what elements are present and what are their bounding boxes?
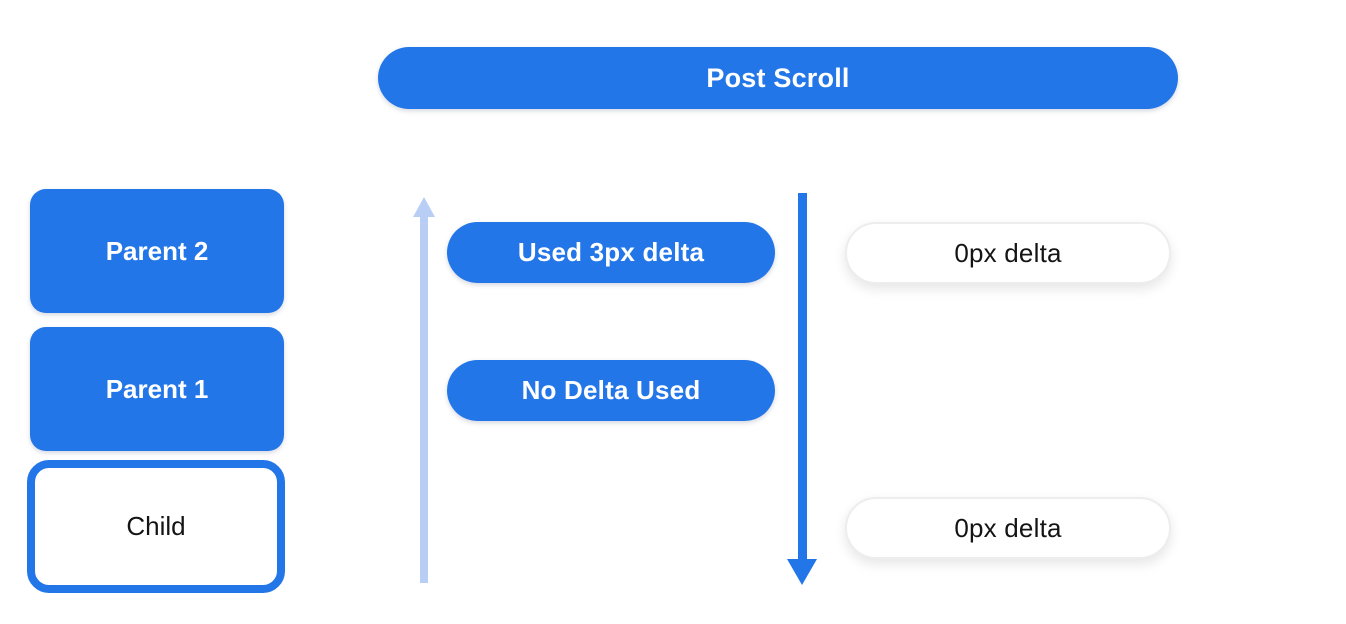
child-label: Child — [126, 511, 186, 541]
no-delta-pill: No Delta Used — [447, 360, 775, 421]
down-arrow-head — [787, 559, 817, 585]
child-box: Child — [27, 460, 285, 593]
no-delta-label: No Delta Used — [521, 375, 701, 405]
up-arrow-icon — [413, 197, 435, 583]
post-scroll-label: Post Scroll — [706, 62, 850, 93]
post-scroll-banner: Post Scroll — [378, 47, 1178, 109]
zero-delta-bottom-label: 0px delta — [954, 512, 1062, 543]
parent1-label: Parent 1 — [105, 373, 209, 404]
up-arrow-head — [413, 197, 435, 217]
zero-delta-top-label: 0px delta — [954, 237, 1062, 268]
zero-delta-pill-bottom: 0px delta — [845, 497, 1171, 559]
zero-delta-pill-top: 0px delta — [845, 222, 1171, 284]
down-arrow-shaft — [797, 193, 807, 559]
parent2-label: Parent 2 — [105, 235, 209, 266]
used-delta-pill: Used 3px delta — [447, 222, 775, 283]
parent1-box: Parent 1 — [30, 327, 284, 451]
down-arrow-icon — [787, 193, 817, 585]
up-arrow-shaft — [420, 217, 428, 583]
parent2-box: Parent 2 — [30, 189, 284, 313]
used-delta-label: Used 3px delta — [517, 237, 705, 267]
